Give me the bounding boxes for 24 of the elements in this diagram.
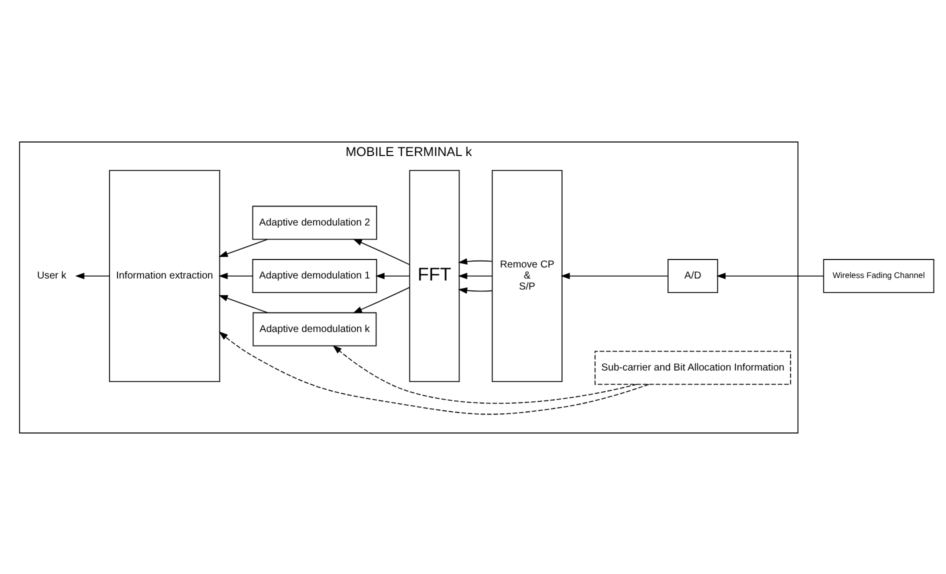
arrow — [218, 272, 254, 279]
node-box: Information extraction — [109, 170, 220, 382]
arrow — [458, 286, 493, 294]
arrow — [218, 238, 268, 256]
arrow — [75, 272, 110, 279]
node-box: Sub-carrier and Bit Allocation Information — [594, 350, 792, 384]
arrow — [458, 258, 493, 264]
arrow — [560, 272, 668, 279]
arrow — [458, 272, 493, 279]
node-text: User k — [37, 270, 66, 282]
node-box: FFT — [409, 170, 460, 382]
arrow — [352, 238, 410, 265]
arrow — [716, 272, 824, 279]
node-box: A/D — [668, 258, 718, 292]
node-box: Adaptive demodulation k — [252, 312, 377, 346]
arrow — [352, 286, 410, 313]
arrow — [375, 272, 410, 279]
node-box: Wireless Fading Channel — [823, 258, 934, 292]
node-box: Adaptive demodulation 2 — [252, 205, 378, 240]
node-box: Adaptive demodulation 1 — [252, 258, 378, 292]
arrow — [332, 344, 638, 404]
node-box: Remove CP & S/P — [492, 170, 562, 382]
arrow — [218, 330, 650, 414]
arrow — [218, 294, 268, 313]
